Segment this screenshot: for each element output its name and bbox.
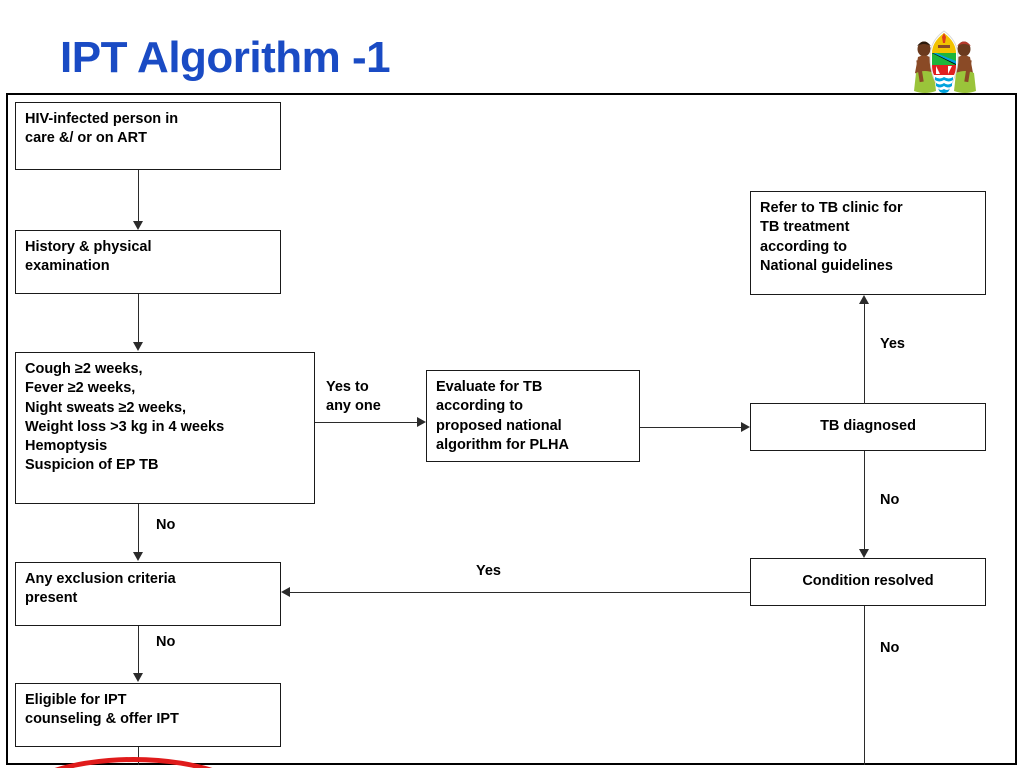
page-title: IPT Algorithm -1 xyxy=(60,33,391,82)
node-hiv-infected-person[interactable]: HIV-infected person in care &/ or on ART xyxy=(15,102,281,170)
diagram-frame: HIV-infected person in care &/ or on ART… xyxy=(6,93,1017,768)
arrow-history-to-symptoms xyxy=(133,342,143,351)
node-eligible-for-ipt[interactable]: Eligible for IPT counseling & offer IPT xyxy=(15,683,281,747)
tanzania-coat-of-arms-emblem xyxy=(902,27,986,99)
arrow-condition-to-exclusion xyxy=(281,587,290,597)
connector-symptoms-to-evaluate xyxy=(315,422,419,423)
connector-condition-to-exclusion xyxy=(290,592,750,593)
edge-label-no-condition-resolved: No xyxy=(880,640,900,656)
node-condition-resolved[interactable]: Condition resolved xyxy=(750,558,986,606)
node-history-physical-examination[interactable]: History & physical examination xyxy=(15,230,281,294)
edge-label-no-tb-diagnosed: No xyxy=(880,492,900,508)
connector-tb-diagnosed-to-refer xyxy=(864,304,865,404)
connector-history-to-symptoms xyxy=(138,294,139,342)
connector-tb-diagnosed-to-condition xyxy=(864,451,865,549)
node-refer-to-tb-clinic[interactable]: Refer to TB clinic for TB treatment acco… xyxy=(750,191,986,295)
connector-exclusion-to-eligible xyxy=(138,626,139,673)
arrow-exclusion-to-eligible xyxy=(133,673,143,682)
red-highlight-ellipse xyxy=(6,757,261,768)
arrow-hiv-to-history xyxy=(133,221,143,230)
node-evaluate-for-tb[interactable]: Evaluate for TB according to proposed na… xyxy=(426,370,640,462)
connector-evaluate-to-tb-diagnosed xyxy=(640,427,743,428)
node-tb-diagnosed[interactable]: TB diagnosed xyxy=(750,403,986,451)
edge-label-no-symptoms: No xyxy=(156,517,176,533)
edge-label-no-exclusion: No xyxy=(156,634,176,650)
connector-symptoms-to-exclusion xyxy=(138,504,139,552)
edge-label-yes-tb-diagnosed: Yes xyxy=(880,336,905,352)
edge-label-yes-to-any-one: Yes to any one xyxy=(326,379,381,414)
connector-condition-resolved-no-continues xyxy=(864,606,865,765)
arrow-symptoms-to-evaluate xyxy=(417,417,426,427)
arrow-tb-diagnosed-to-refer xyxy=(859,295,869,304)
connector-hiv-to-history xyxy=(138,170,139,221)
node-any-exclusion-criteria[interactable]: Any exclusion criteria present xyxy=(15,562,281,626)
arrow-evaluate-to-tb-diagnosed xyxy=(741,422,750,432)
connector-eligible-ipt-continues xyxy=(138,747,139,765)
arrow-symptoms-to-exclusion xyxy=(133,552,143,561)
edge-label-yes-condition-resolved: Yes xyxy=(476,563,501,579)
arrow-tb-diagnosed-to-condition xyxy=(859,549,869,558)
node-tb-symptom-screen[interactable]: Cough ≥2 weeks, Fever ≥2 weeks, Night sw… xyxy=(15,352,315,504)
